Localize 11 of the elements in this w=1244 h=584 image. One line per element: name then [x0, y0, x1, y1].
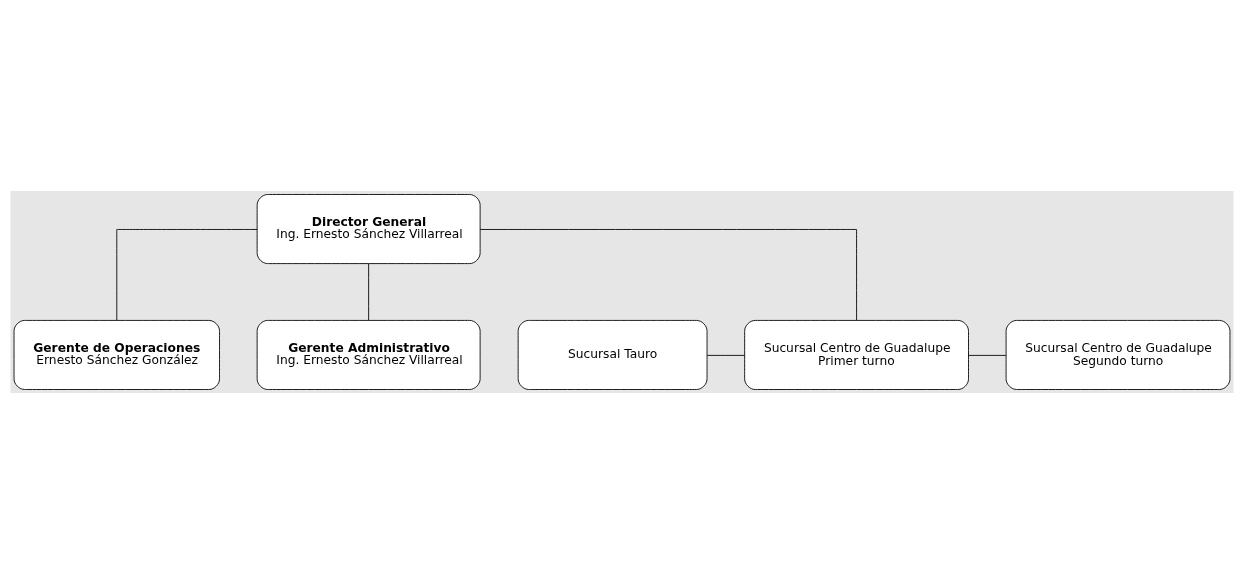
connector: [479, 229, 857, 321]
node-box: Gerente de Operaciones Ernesto Sánchez González: [13, 320, 220, 390]
node-box: Director General Ing. Ernesto Sánchez Villarreal: [256, 194, 481, 264]
node-box: Gerente Administrativo Ing. Ernesto Sánchez Villarreal: [256, 320, 481, 390]
node-box: Sucursal Tauro: [517, 320, 708, 390]
connector: [368, 263, 370, 321]
connector: [706, 354, 745, 356]
connector: [116, 229, 258, 321]
connector: [968, 354, 1007, 356]
node-box: Sucursal Centro de Guadalupe Segundo turno: [1005, 320, 1231, 390]
node-box: Sucursal Centro de Guadalupe Primer turno: [744, 320, 969, 390]
